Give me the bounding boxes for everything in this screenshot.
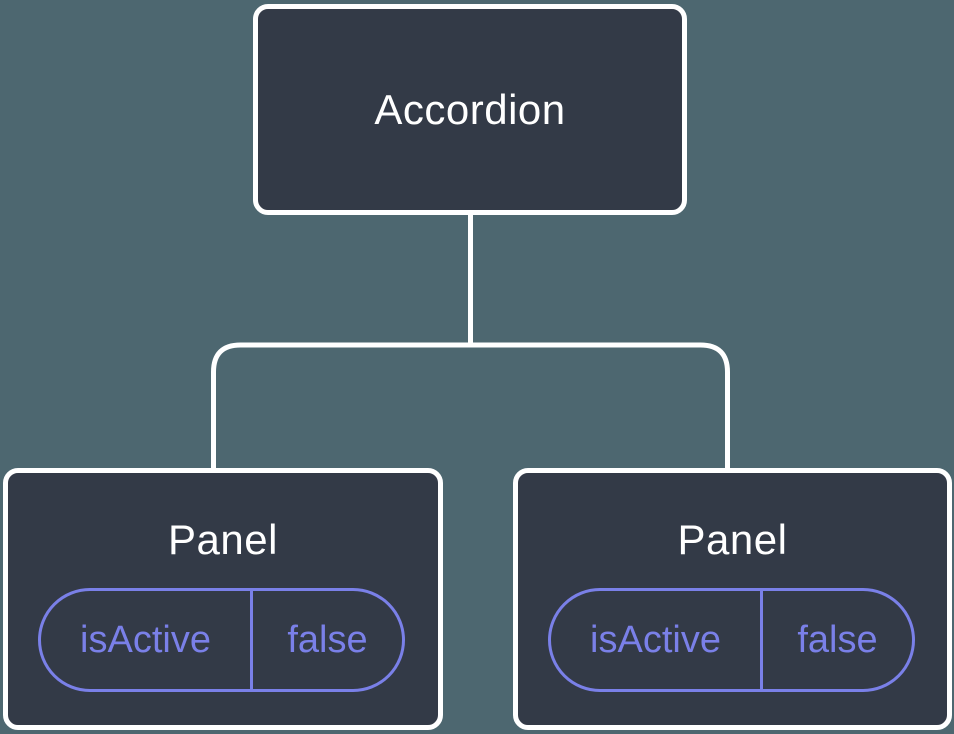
tree-node-panel-left: Panel isActive false xyxy=(3,468,443,730)
panel-node-label: Panel xyxy=(168,516,278,563)
state-pill: isActive false xyxy=(548,588,915,692)
root-node-label: Accordion xyxy=(374,85,566,133)
state-value-label: false xyxy=(287,618,368,661)
tree-node-panel-right: Panel isActive false xyxy=(513,468,952,730)
state-name: isActive xyxy=(551,591,763,689)
state-name-label: isActive xyxy=(80,618,211,661)
state-name: isActive xyxy=(41,591,253,689)
state-pill: isActive false xyxy=(38,588,405,692)
state-value-label: false xyxy=(797,618,878,661)
state-value: false xyxy=(763,591,912,689)
state-name-label: isActive xyxy=(590,618,721,661)
connector-branch xyxy=(211,342,730,471)
state-value: false xyxy=(253,591,402,689)
tree-node-root: Accordion xyxy=(253,4,687,215)
panel-node-label: Panel xyxy=(677,516,788,563)
